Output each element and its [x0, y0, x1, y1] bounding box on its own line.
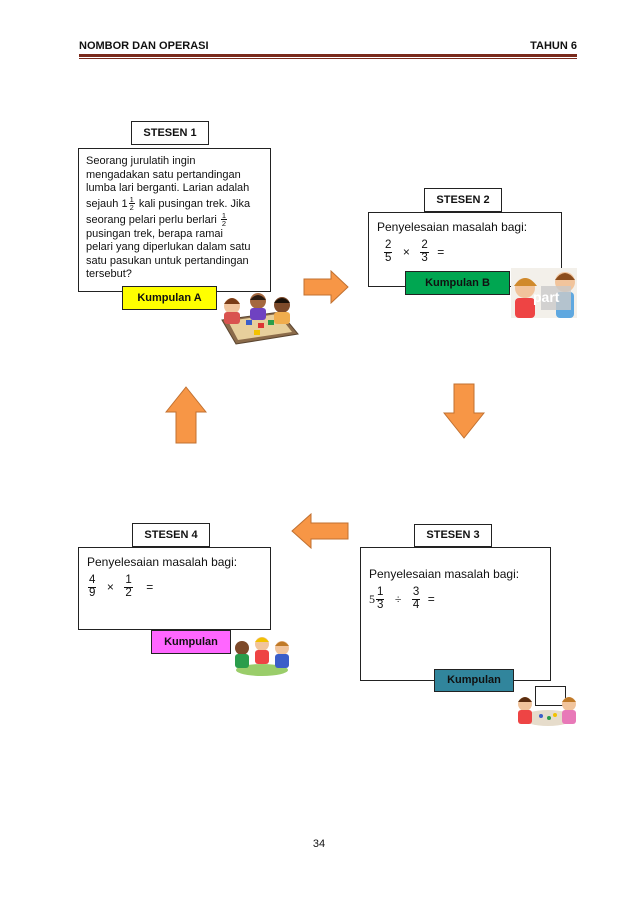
operator: ÷ — [394, 591, 402, 606]
station-2-label: STESEN 2 — [424, 188, 502, 212]
arrow-right-icon — [303, 270, 349, 304]
station-1-problem: Seorang jurulatih ingin mengadakan satu … — [78, 148, 271, 292]
operator: × — [106, 580, 114, 594]
equals-sign: = — [146, 580, 154, 594]
children-party-illustration — [511, 268, 577, 318]
problem-line: satu pasukan untuk pertandingan — [86, 254, 249, 267]
children-board-game-illustration — [221, 293, 299, 345]
problem-line: mengadakan satu pertandingan — [86, 168, 241, 181]
station-4-label: STESEN 4 — [132, 523, 210, 547]
header-title: NOMBOR DAN OPERASI — [79, 40, 209, 52]
station-4-group-badge: Kumpulan — [151, 630, 231, 654]
station-2-group-badge: Kumpulan B — [405, 271, 510, 295]
problem-line: pelari yang diperlukan dalam satu — [86, 241, 251, 253]
problem-text: kali pusingan trek. Jika — [135, 197, 251, 210]
problem-line: pusingan trek, berapa ramai — [86, 227, 223, 240]
problem-line: Seorang jurulatih ingin — [86, 155, 196, 167]
equals-sign: = — [437, 245, 445, 259]
station-1-label: STESEN 1 — [131, 121, 209, 145]
children-table-illustration — [518, 697, 576, 726]
equals-sign: = — [427, 592, 435, 606]
children-playing-illustration — [235, 637, 289, 676]
problem-text: seorang pelari perlu berlari — [86, 213, 220, 226]
arrow-up-icon — [165, 386, 207, 444]
photo-caption: part — [533, 289, 560, 305]
blank-group-box — [535, 686, 566, 706]
problem-line: tersebut? — [86, 268, 132, 280]
problem-text: sejauh 1 — [86, 197, 128, 210]
problem-line: lumba lari berganti. Larian adalah — [86, 182, 250, 194]
arrow-left-icon — [291, 513, 349, 549]
station-1-group-badge: Kumpulan A — [122, 286, 217, 310]
station-3-label: STESEN 3 — [414, 524, 492, 547]
arrow-down-icon — [443, 383, 485, 439]
station-3-group-badge: Kumpulan — [434, 669, 514, 692]
page-number: 34 — [312, 838, 326, 850]
operator: × — [402, 245, 410, 259]
problem-prompt: Penyelesaian masalah bagi: — [87, 555, 238, 569]
problem-prompt: Penyelesaian masalah bagi: — [369, 567, 520, 581]
header-rule — [79, 54, 577, 57]
whole-number: 5 — [369, 591, 375, 606]
problem-prompt: Penyelesaian masalah bagi: — [377, 220, 528, 234]
header-year: TAHUN 6 — [530, 40, 577, 52]
header-rule-thin — [79, 58, 577, 59]
